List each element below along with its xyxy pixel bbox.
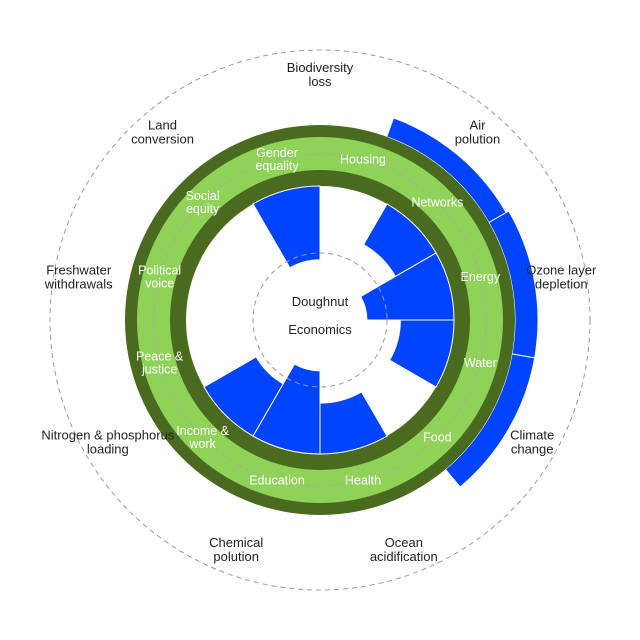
social-label-education: Education bbox=[249, 473, 305, 487]
eco-label-biodiversity-line: Biodiversity bbox=[287, 60, 354, 75]
outer-dashed-circle bbox=[49, 49, 591, 591]
social-label-water: Water bbox=[464, 356, 497, 370]
eco-label-nitrogen-line: loading bbox=[87, 442, 129, 457]
eco-label-land-line: conversion bbox=[131, 131, 194, 146]
social-shortfall-layer bbox=[203, 185, 455, 455]
eco-label-ozone-line: Ozone layer bbox=[526, 262, 597, 277]
social-label-food-line: Food bbox=[423, 430, 452, 444]
social-label-gender-line: Gender bbox=[256, 146, 298, 160]
eco-label-air-line: polution bbox=[455, 131, 501, 146]
social-label-income-line: work bbox=[188, 437, 216, 451]
social-label-health: Health bbox=[345, 473, 381, 487]
eco-label-land-line: Land bbox=[148, 117, 177, 132]
eco-label-ozone-line: depletion bbox=[535, 276, 588, 291]
social-label-income-line: Income & bbox=[176, 424, 229, 438]
eco-label-chemical-line: polution bbox=[213, 549, 259, 564]
social-label-income: Income &work bbox=[176, 424, 229, 451]
social-label-energy: Energy bbox=[461, 270, 501, 284]
eco-label-biodiversity-line: loss bbox=[308, 74, 332, 89]
social-label-food: Food bbox=[423, 430, 452, 444]
social-label-networks: Networks bbox=[411, 196, 463, 210]
social-label-political-line: Political bbox=[138, 264, 181, 278]
shortfall-wedge-gender bbox=[252, 185, 321, 269]
center-title-line1: Doughnut bbox=[292, 294, 349, 309]
shortfall-wedge-water bbox=[388, 319, 455, 388]
safe-space-dashed-circle bbox=[153, 153, 487, 487]
center-title-line2: Economics bbox=[288, 322, 352, 337]
eco-label-ocean-line: Ocean bbox=[385, 535, 423, 550]
shortfall-wedge-income bbox=[203, 356, 284, 437]
social-label-political-line: voice bbox=[145, 277, 174, 291]
social-label-housing: Housing bbox=[340, 153, 386, 167]
social-label-social-line: Social bbox=[186, 189, 220, 203]
eco-label-freshwater-line: withdrawals bbox=[44, 276, 113, 291]
social-label-education-line: Education bbox=[249, 473, 305, 487]
social-label-water-line: Water bbox=[464, 356, 497, 370]
eco-label-freshwater-line: Freshwater bbox=[46, 262, 112, 277]
eco-label-air-line: Air bbox=[470, 117, 487, 132]
inner-dashed-circle bbox=[252, 252, 388, 388]
social-label-energy-line: Energy bbox=[461, 270, 501, 284]
eco-label-climate-line: change bbox=[511, 442, 554, 457]
eco-label-chemical-line: Chemical bbox=[209, 535, 263, 550]
social-label-peace-line: Peace & bbox=[136, 349, 184, 363]
social-label-peace: Peace &justice bbox=[136, 349, 184, 376]
social-label-networks-line: Networks bbox=[411, 196, 463, 210]
social-label-health-line: Health bbox=[345, 473, 381, 487]
eco-label-climate-line: Climate bbox=[510, 428, 554, 443]
social-label-housing-line: Housing bbox=[340, 153, 386, 167]
eco-label-ocean-line: acidification bbox=[370, 549, 438, 564]
social-label-peace-line: justice bbox=[141, 362, 177, 376]
social-label-social-line: equity bbox=[186, 202, 220, 216]
eco-label-nitrogen-line: Nitrogen & phosphorus bbox=[41, 428, 174, 443]
social-label-gender-line: equality bbox=[255, 159, 299, 173]
